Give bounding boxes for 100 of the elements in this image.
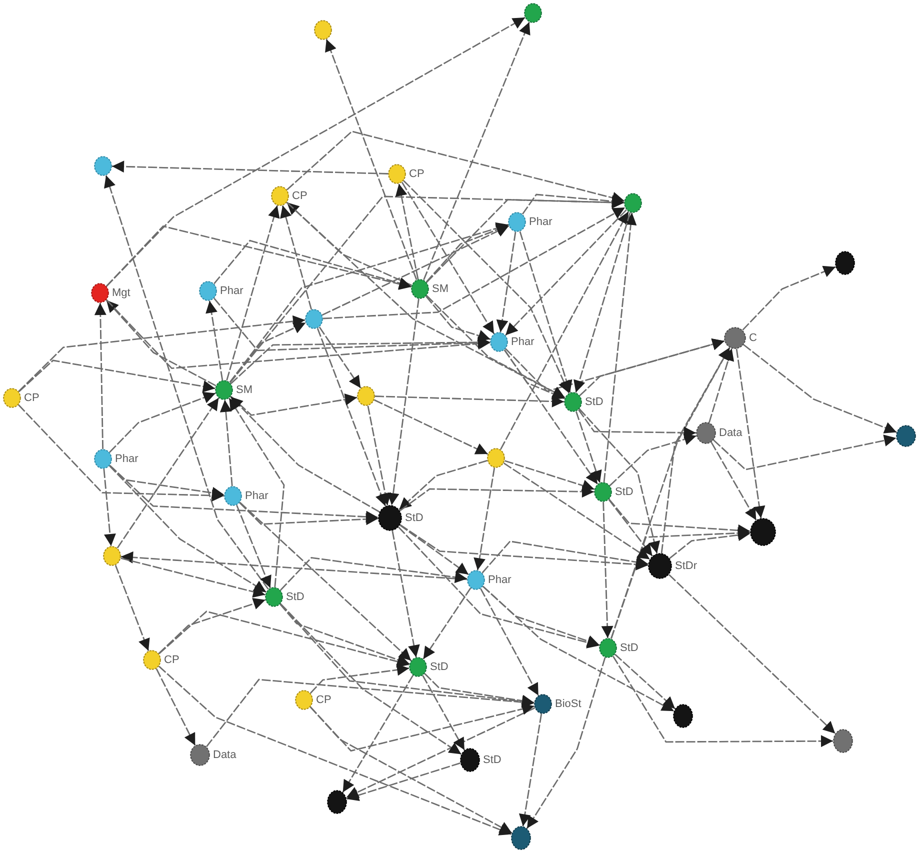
labeled-node xyxy=(490,332,536,352)
arrow xyxy=(322,206,626,320)
labeled-node xyxy=(190,744,238,766)
arrow xyxy=(742,266,836,331)
arrow xyxy=(398,460,488,510)
node-dot-icon xyxy=(835,251,855,275)
arrow xyxy=(610,527,750,639)
labeled-node xyxy=(271,186,308,206)
node-label: Phar xyxy=(487,574,512,586)
arrow xyxy=(322,225,510,316)
node-label: Phar xyxy=(219,285,244,297)
arrow xyxy=(426,224,509,282)
arrow xyxy=(660,347,730,554)
node-dot-icon xyxy=(94,156,112,176)
arrow xyxy=(400,486,594,512)
labeled-node xyxy=(724,327,758,349)
labeled-node xyxy=(388,164,426,184)
node-dot-icon xyxy=(327,790,347,814)
node-label: StD xyxy=(285,591,306,603)
arrow xyxy=(482,586,600,647)
arrow xyxy=(578,408,660,554)
arrow xyxy=(526,657,606,829)
arrow xyxy=(158,666,512,836)
labeled-node xyxy=(648,553,698,579)
arrow xyxy=(387,298,420,506)
node-label: CP xyxy=(163,654,180,666)
arrow xyxy=(579,338,725,396)
labeled-node xyxy=(215,380,254,400)
labeled-node xyxy=(199,281,244,301)
node-label: C xyxy=(748,332,758,344)
arrow xyxy=(669,529,750,559)
arrow xyxy=(496,232,516,332)
arrow xyxy=(286,130,624,204)
arrow xyxy=(316,328,387,506)
node-label: BioSt xyxy=(554,698,582,710)
labeled-node xyxy=(91,283,132,303)
node-label: CP xyxy=(291,190,308,202)
arrow xyxy=(403,180,570,394)
arrow xyxy=(342,674,414,793)
arrow xyxy=(743,344,897,434)
labeled-node xyxy=(594,482,634,502)
labeled-node xyxy=(378,505,424,531)
arrow xyxy=(104,175,269,590)
node-dot-icon xyxy=(750,518,776,546)
node-dot-icon xyxy=(624,193,642,213)
arrow xyxy=(156,668,196,746)
arrow xyxy=(226,205,280,381)
node-label: StDr xyxy=(674,560,698,572)
node-label: SM xyxy=(235,384,254,396)
node-dot-icon xyxy=(305,309,323,329)
node-label: CP xyxy=(315,694,332,706)
node-label: StD xyxy=(584,396,604,408)
node-label: Phar xyxy=(244,490,270,502)
labeled-node xyxy=(599,638,640,658)
labeled-node xyxy=(508,212,554,232)
arrow xyxy=(214,298,490,352)
node-dot-icon xyxy=(673,704,693,728)
arrow xyxy=(522,194,624,215)
arrow xyxy=(214,240,412,289)
node-dot-icon xyxy=(314,20,332,40)
arrow xyxy=(519,231,572,393)
arrow xyxy=(18,360,216,392)
arrow xyxy=(206,300,224,380)
arrow xyxy=(318,326,362,388)
arrow xyxy=(398,526,600,648)
node-label: Phar xyxy=(528,216,554,228)
node-dot-icon xyxy=(357,386,375,406)
arrow xyxy=(230,394,358,416)
arrow xyxy=(400,524,648,570)
arrow xyxy=(608,498,750,536)
arrow xyxy=(367,406,392,506)
arrow xyxy=(109,465,266,593)
arrow xyxy=(423,22,530,280)
arrow xyxy=(426,295,566,398)
node-dot-icon xyxy=(511,826,531,850)
arrow xyxy=(574,212,631,393)
arrow xyxy=(614,654,676,710)
labeled-node xyxy=(295,690,332,710)
arrow xyxy=(346,707,536,798)
arrow xyxy=(609,434,697,486)
node-label: Data xyxy=(212,749,238,761)
arrow xyxy=(280,556,468,591)
node-label: StD xyxy=(482,754,502,766)
labeled-node xyxy=(3,388,40,408)
arrow xyxy=(392,530,420,658)
arrow xyxy=(601,502,614,638)
labeled-node xyxy=(224,486,270,506)
arrow xyxy=(280,205,312,310)
arrow xyxy=(505,209,627,336)
arrow xyxy=(482,540,648,574)
node-label: CP xyxy=(408,168,426,180)
labeled-node xyxy=(94,449,140,469)
arrow xyxy=(239,502,412,662)
arrow xyxy=(374,395,564,408)
arrow xyxy=(346,762,461,802)
node-label: Phar xyxy=(114,453,140,465)
node-dot-icon xyxy=(103,546,121,566)
arrow xyxy=(106,299,490,370)
arrow xyxy=(280,603,462,755)
arrow xyxy=(374,399,488,455)
